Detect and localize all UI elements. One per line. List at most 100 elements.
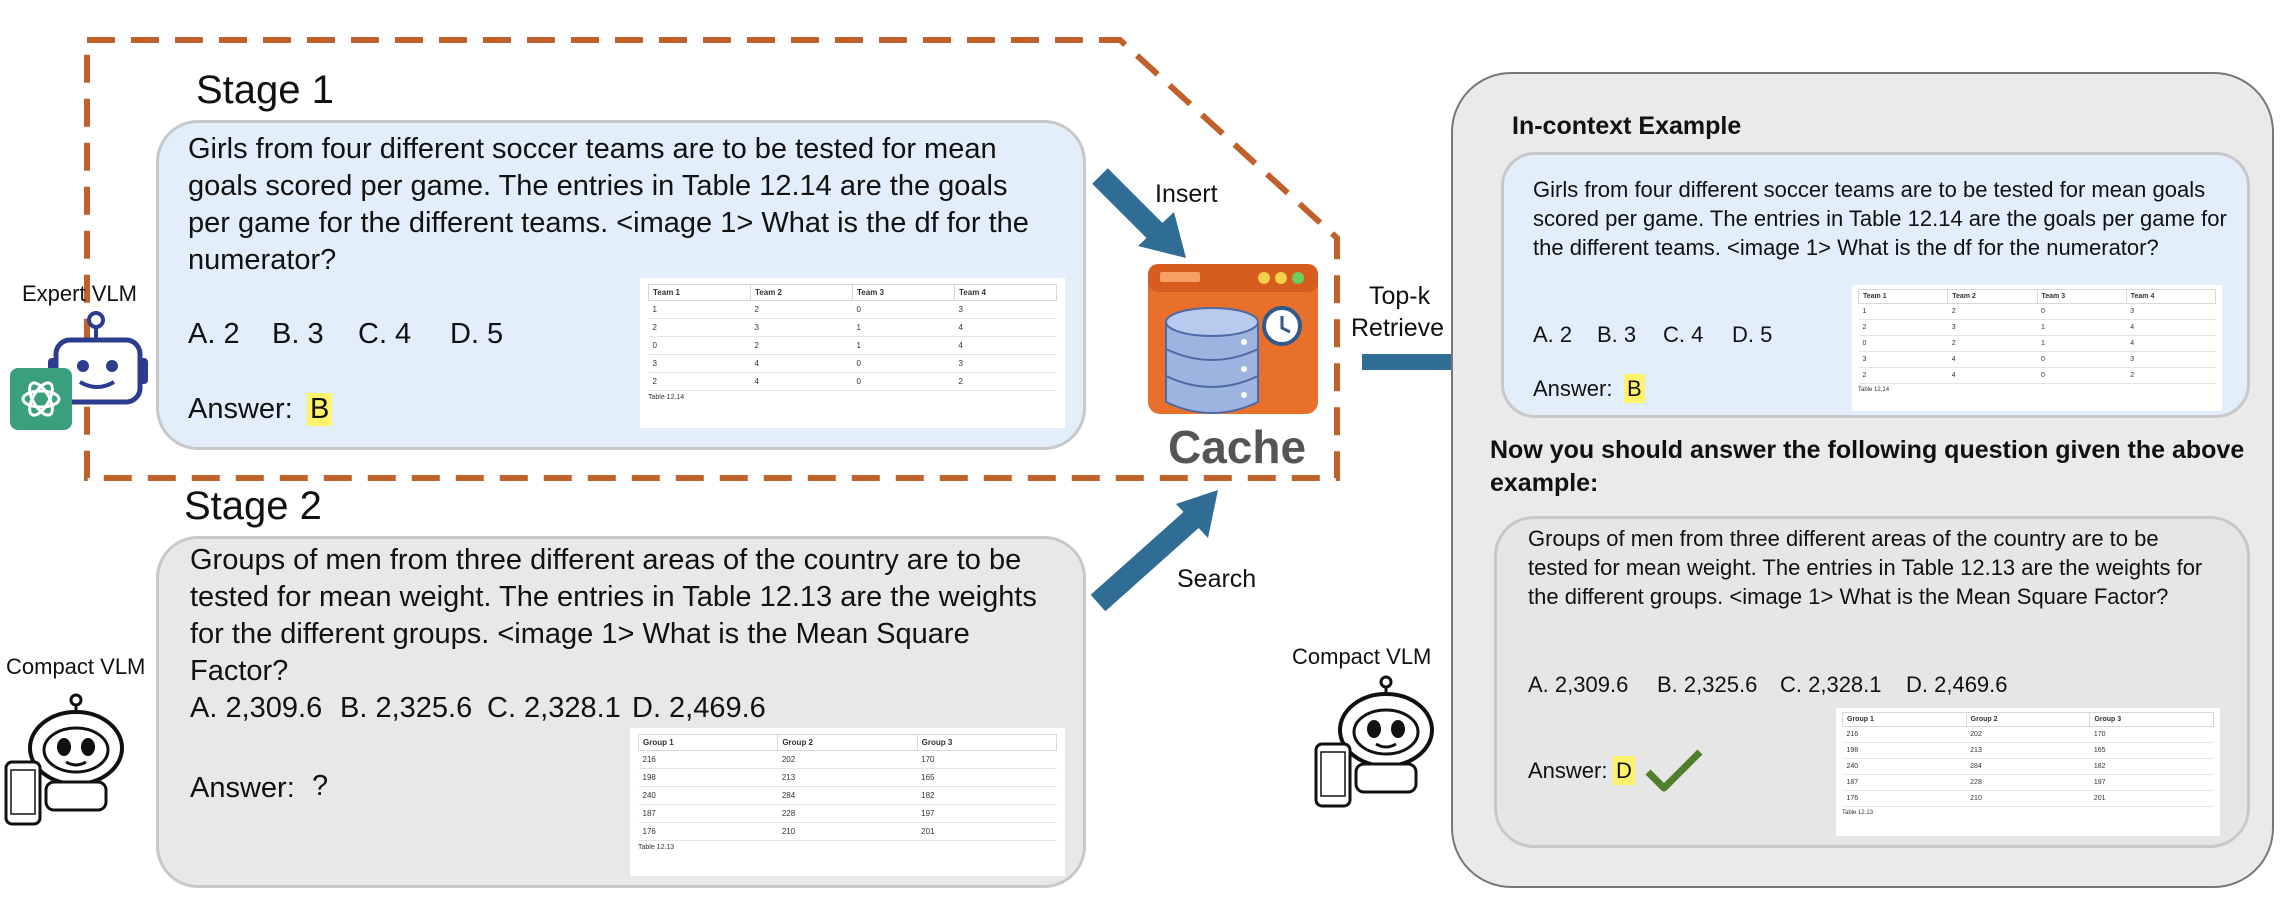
table-cell: 0 — [2037, 303, 2127, 320]
stage1-option-a: A. 2 — [188, 318, 240, 350]
stage2-question-text: Groups of men from three different areas… — [190, 544, 1037, 687]
table-cell: 0 — [1858, 335, 1948, 352]
checkmark-icon — [1645, 749, 1703, 792]
query-option-c: C. 2,328.1 — [1780, 672, 1882, 697]
table-cell: 2 — [1947, 335, 2037, 352]
table-cell: 202 — [777, 750, 918, 769]
table-cell: 2 — [648, 372, 751, 391]
table-cell: 2 — [954, 372, 1057, 391]
table-cell: 176 — [1842, 790, 1967, 807]
table-caption: Table 12.13 — [638, 844, 675, 851]
table-header: Team 4 — [954, 284, 1057, 301]
table-header: Team 2 — [1947, 289, 2038, 304]
table-cell: 0 — [648, 336, 751, 355]
example-option-b: B. 3 — [1597, 322, 1637, 347]
table-header: Team 2 — [750, 284, 853, 301]
table-cell: 284 — [1966, 758, 2090, 775]
table-cell: 3 — [2126, 351, 2216, 368]
table-header: Team 4 — [2125, 289, 2217, 304]
stage1-option-d: D. 5 — [450, 318, 504, 350]
table-header: Team 1 — [1857, 289, 1949, 304]
stage1-option-c: C. 4 — [358, 318, 412, 350]
stage1-answer-label: Answer: — [188, 393, 293, 425]
instruction-text: Now you should answer the following ques… — [1490, 436, 2245, 497]
table-cell: 197 — [2089, 774, 2214, 791]
table-cell: 2 — [648, 318, 751, 337]
query-answer-label: Answer: — [1528, 758, 1608, 783]
query-option-a: A. 2,309.6 — [1528, 672, 1629, 697]
table-cell: 0 — [852, 300, 955, 319]
example-option-d: D. 5 — [1732, 322, 1773, 347]
stage2-answer-label: Answer: — [190, 772, 295, 804]
table-cell: 2 — [2126, 367, 2216, 384]
table-cell: 202 — [1966, 726, 2090, 743]
table-cell: 170 — [2089, 726, 2214, 743]
query-option-b: B. 2,325.6 — [1657, 672, 1758, 697]
table-cell: 1 — [1858, 303, 1948, 320]
table-cell: 3 — [750, 318, 853, 337]
table-cell: 201 — [2089, 790, 2214, 807]
table-cell: 187 — [1842, 774, 1967, 791]
table-caption: Table 12.14 — [648, 394, 685, 401]
table-cell: 3 — [1858, 351, 1948, 368]
table-cell: 2 — [1858, 367, 1948, 384]
table-cell: 0 — [2037, 351, 2127, 368]
table-cell: 198 — [638, 768, 778, 787]
stage2-option-b: B. 2,325.6 — [340, 692, 473, 724]
table-cell: 182 — [2089, 758, 2214, 775]
compact-robot-icon-left — [4, 693, 124, 826]
stage2-option-c: C. 2,328.1 — [487, 692, 621, 724]
example-option-a: A. 2 — [1533, 322, 1573, 347]
table-cell: 228 — [777, 804, 918, 823]
query-option-d: D. 2,469.6 — [1906, 672, 2008, 697]
table-cell: 4 — [2126, 319, 2216, 336]
table-cell: 228 — [1966, 774, 2090, 791]
top-k-label-line2: Retrieve — [1351, 314, 1445, 342]
table-cell: 2 — [1947, 303, 2037, 320]
top-k-label-line1: Top-k — [1369, 282, 1431, 310]
table-cell: 210 — [777, 822, 918, 841]
stage2-answer-value: ? — [312, 770, 329, 802]
table-caption: Table 12.13 — [1842, 810, 1874, 816]
compact-robot-icon-right — [1314, 675, 1434, 808]
table-cell: 4 — [1947, 351, 2037, 368]
table-cell: 4 — [750, 372, 853, 391]
table-caption: Table 12.14 — [1858, 387, 1890, 393]
table-cell: 3 — [1947, 319, 2037, 336]
table-cell: 1 — [648, 300, 751, 319]
table-cell: 176 — [638, 822, 778, 841]
table-cell: 0 — [2037, 367, 2127, 384]
table-cell: 4 — [750, 354, 853, 373]
stage1-answer-value: B — [307, 393, 333, 426]
table-cell: 240 — [638, 786, 778, 805]
table-cell: 213 — [777, 768, 918, 787]
table-cell: 198 — [1842, 742, 1967, 759]
table-cell: 2 — [750, 300, 853, 319]
example-option-c: C. 4 — [1663, 322, 1704, 347]
table-cell: 182 — [917, 786, 1057, 805]
stage2-option-d: D. 2,469.6 — [632, 692, 766, 724]
table-header: Group 1 — [1842, 712, 1967, 727]
